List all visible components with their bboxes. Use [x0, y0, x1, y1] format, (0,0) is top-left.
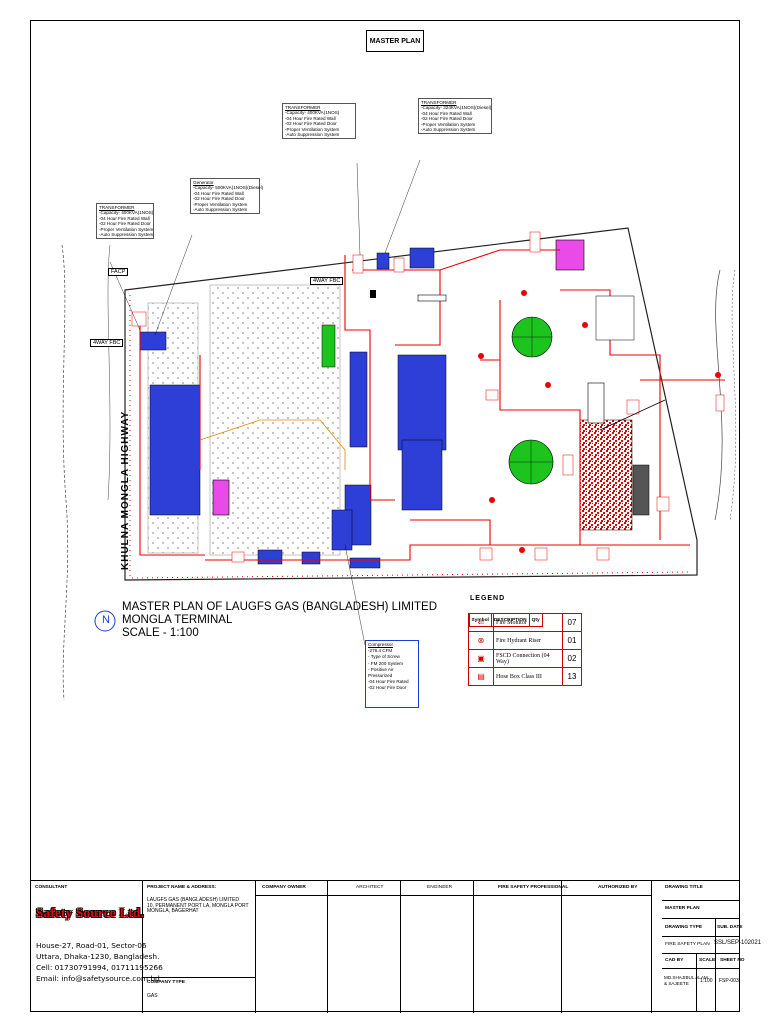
fscd-connection-icon: ▣ — [468, 649, 494, 668]
transformer-left-note: TRANSFORMER -Capacity- 400KVA(1NOS)-04 H… — [96, 203, 154, 240]
legend-header-description: DESCRIPTION — [490, 613, 530, 627]
building — [139, 331, 167, 351]
legend-table: Symbol DESCRIPTION Qty ⇐ Fire Monitor 07… — [468, 613, 582, 686]
plan-title-block: MASTER PLAN OF LAUGFS GAS (BANGLADESH) L… — [122, 601, 438, 639]
hydrant-riser-icon: ⊗ — [468, 631, 494, 650]
project-label: PROJECT NAME & ADDRESS: — [147, 885, 217, 890]
legend-header-symbol: Symbol — [468, 613, 492, 627]
magenta-building — [555, 239, 585, 271]
fire-safety-label: FIRE SAFETY PROFESSIONAL — [498, 885, 569, 890]
building — [331, 509, 353, 551]
legend-title: LEGEND — [470, 595, 506, 602]
building — [409, 247, 435, 269]
fbc-top-label: 4WAY FBC — [310, 277, 344, 285]
magenta-building — [212, 479, 230, 516]
highway-edge-line — [107, 244, 111, 501]
transformer-right-note: TRANSFORMER -Capacity- 324KVA(1NOS)(Dies… — [418, 98, 492, 135]
cad-by-value: MD.SHAJIBUL ALAM& SAJEETE — [664, 975, 708, 986]
building — [257, 549, 283, 565]
building — [376, 252, 390, 270]
north-arrow-icon — [94, 610, 116, 632]
building — [349, 557, 381, 569]
highway-label: KHULNA MONGLA HIGHWAY — [120, 410, 131, 570]
sheet-header-title: MASTER PLAN — [366, 30, 424, 52]
equipment — [370, 290, 376, 298]
company-logo: Safety Source Ltd. — [36, 905, 145, 920]
north-letter: N — [102, 614, 110, 626]
building — [349, 351, 368, 448]
fbc-left-label: 4WAY FBC — [90, 339, 124, 347]
green-area — [321, 324, 336, 368]
building — [301, 551, 321, 565]
site-boundary — [124, 227, 698, 581]
office-block — [595, 295, 635, 341]
architect-label: ARCHITECT — [356, 885, 384, 890]
equipment — [417, 294, 447, 302]
callout-leaders — [109, 159, 421, 646]
building — [397, 354, 447, 451]
compressor-note: Compressor -276.4 CFM- Type of Screw - F… — [365, 640, 419, 708]
company-type-value: GAS — [147, 993, 158, 999]
fire-monitors — [478, 290, 721, 553]
generator-note: Generator -Capacity- 500KVA(1NOS)(Diesel… — [190, 178, 263, 215]
consultant-address: House-27, Road-01, Sector-06 Uttara, Dha… — [36, 941, 163, 983]
transformer-mid-note: TRANSFORMER -Capacity- 400KVA(1NOS)-04 H… — [282, 103, 356, 140]
company-owner-label: COMPANY OWNER — [262, 885, 306, 890]
pipeline — [199, 419, 346, 470]
drawing-frame — [30, 20, 740, 1012]
authorized-label: AUTHORIZED BY — [598, 885, 638, 890]
facp-label: FACP — [108, 268, 129, 276]
dark-structure — [632, 464, 650, 516]
hose-boxes — [131, 231, 725, 563]
project-address: LAUGFS GAS (BANGLADESH) LIMITED 10, PERM… — [147, 897, 249, 915]
engineer-label: ENGINEER — [427, 885, 453, 890]
building — [401, 439, 443, 511]
small-structure — [587, 382, 605, 424]
consultant-label: CONSULTANT — [35, 885, 68, 890]
title-block — [30, 880, 740, 1013]
hatched-area — [579, 419, 633, 531]
hose-box-icon: ▤ — [468, 667, 494, 686]
highway-edge-line — [61, 244, 69, 701]
legend-row: ⊗ Fire Hydrant Riser 01 — [468, 631, 582, 650]
legend-header-qty: Qty — [528, 613, 543, 627]
building — [149, 384, 201, 516]
legend-row: ▤ Hose Box Class III 13 — [468, 667, 582, 686]
drawing-info-panel: DRAWING TITLE MASTER PLAN DRAWING TYPE S… — [662, 880, 761, 1012]
company-type-label: COMPANY TYPE — [147, 980, 185, 985]
right-road-line — [729, 269, 737, 521]
legend-row: ▣ FSCD Connection (04 Way) 02 — [468, 649, 582, 668]
